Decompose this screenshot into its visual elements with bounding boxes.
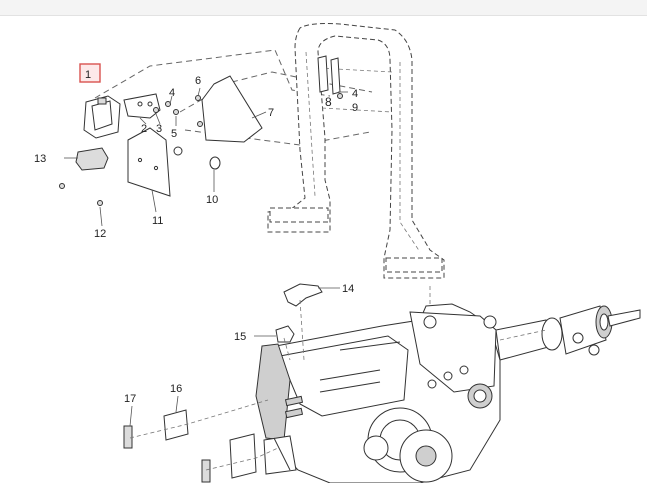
pto-shaft-assembly: [495, 305, 641, 361]
nut-9: [337, 93, 343, 99]
leader-7: [251, 111, 267, 119]
part-11-cover-plate: [127, 127, 171, 197]
guide-line: [129, 399, 269, 439]
callout-4b[interactable]: 4: [352, 88, 358, 100]
svg-text:4: 4: [352, 88, 358, 100]
guide-line: [499, 329, 547, 341]
callout-8[interactable]: 8: [325, 95, 332, 109]
callout-17[interactable]: 17: [124, 393, 136, 405]
svg-text:12: 12: [94, 228, 106, 240]
svg-text:7: 7: [268, 107, 274, 119]
callout-3[interactable]: 3: [156, 123, 162, 135]
nut-5: [173, 109, 179, 115]
callout-16[interactable]: 16: [170, 383, 182, 395]
guide-line: [299, 299, 305, 361]
top-toolbar-strip: [0, 0, 647, 16]
leader-11: [151, 189, 157, 213]
screw-6b: [197, 121, 203, 127]
cover-hole: [153, 165, 159, 171]
guide-line: [205, 447, 279, 471]
callout-4[interactable]: 4: [169, 87, 175, 99]
part-17-shim-b: [201, 459, 211, 483]
callout-6[interactable]: 6: [195, 75, 201, 87]
leader-2: [139, 117, 147, 125]
svg-text:14: 14: [342, 283, 354, 295]
svg-text:9: 9: [352, 102, 358, 114]
screw-3: [153, 107, 159, 113]
part-12-screw: [97, 200, 103, 206]
svg-text:3: 3: [156, 123, 162, 135]
svg-text:15: 15: [234, 331, 246, 343]
svg-text:10: 10: [206, 194, 218, 206]
callout-7[interactable]: 7: [268, 107, 274, 119]
part-16-plate-b: [229, 433, 257, 479]
callout-1-label: 1: [85, 69, 91, 81]
leader-12: [99, 206, 103, 227]
part-13-pad: [75, 147, 109, 171]
part-10-bushing: [209, 156, 221, 170]
leader-3: [155, 113, 161, 125]
part-16-plate: [163, 409, 189, 441]
svg-text:11: 11: [152, 215, 163, 227]
svg-text:16: 16: [170, 383, 182, 395]
callout-9[interactable]: 9: [352, 102, 358, 114]
svg-text:5: 5: [171, 128, 177, 140]
screw-small: [59, 183, 65, 189]
part-14-bracket: [283, 283, 323, 307]
leader-16: [175, 395, 179, 413]
screw-6: [195, 95, 201, 101]
part-2-bracket: [123, 93, 161, 119]
rops-frame: [267, 23, 445, 279]
part-7-plate: [201, 75, 263, 143]
part-15-clip: [275, 325, 295, 343]
callout-15[interactable]: 15: [234, 331, 246, 343]
svg-text:6: 6: [195, 75, 201, 87]
transmission-assembly: [255, 303, 501, 484]
callout-1[interactable]: 1: [79, 63, 101, 83]
callout-10[interactable]: 10: [206, 194, 218, 206]
callout-2[interactable]: 2: [141, 123, 147, 135]
callout-14[interactable]: 14: [342, 283, 354, 295]
grommet: [173, 146, 183, 156]
callout-11[interactable]: 11: [152, 215, 163, 227]
callout-12[interactable]: 12: [94, 228, 106, 240]
cover-hole: [137, 157, 143, 163]
part-17-shim: [123, 425, 133, 449]
leader-17: [129, 405, 133, 427]
svg-text:13: 13: [34, 153, 46, 165]
svg-text:2: 2: [141, 123, 147, 135]
svg-text:8: 8: [325, 95, 332, 109]
guide-line: [283, 337, 291, 361]
mounting-plate-8: [317, 55, 341, 95]
leader-6: [197, 87, 201, 97]
callout-5[interactable]: 5: [171, 128, 177, 140]
leader-4: [169, 95, 173, 105]
part-1-light-housing: [83, 95, 121, 139]
svg-text:17: 17: [124, 393, 136, 405]
svg-text:4: 4: [169, 87, 175, 99]
callout-13[interactable]: 13: [34, 153, 46, 165]
washer-4: [165, 101, 171, 107]
